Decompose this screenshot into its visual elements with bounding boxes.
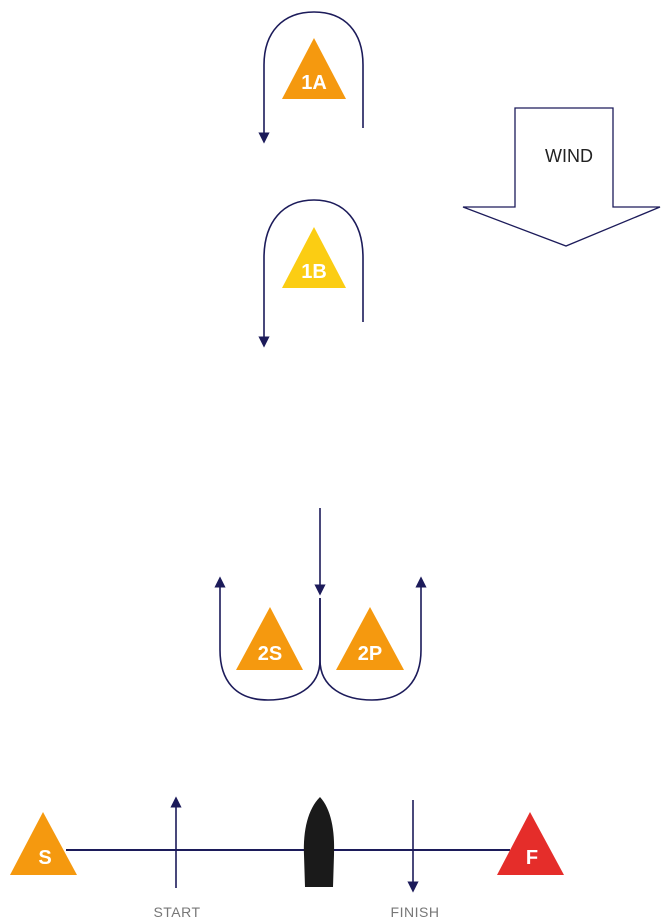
mark-2s: 2S xyxy=(236,607,303,670)
mark-1a-label: 1A xyxy=(301,72,327,94)
rounding-path-1b xyxy=(258,199,364,348)
mark-1b-label: 1B xyxy=(301,261,327,283)
finish-mark: F xyxy=(497,812,564,875)
start-mark-label: S xyxy=(38,847,51,869)
committee-boat xyxy=(303,797,335,887)
rounding-path-1a xyxy=(258,11,364,144)
finish-label: FINISH xyxy=(391,904,440,920)
mark-2p-label: 2P xyxy=(358,643,382,665)
finish-mark-label: F xyxy=(526,847,538,869)
mark-2p: 2P xyxy=(336,607,404,670)
mark-1a: 1A xyxy=(282,38,346,99)
rounding-path-2s xyxy=(214,576,321,701)
rounding-path-2p xyxy=(319,576,427,701)
mark-2s-label: 2S xyxy=(258,643,282,665)
start-label: START xyxy=(153,904,200,920)
wind-arrow: WIND xyxy=(462,107,661,247)
mark-1b: 1B xyxy=(282,227,346,288)
wind-label: WIND xyxy=(545,146,593,166)
start-mark: S xyxy=(10,812,77,875)
